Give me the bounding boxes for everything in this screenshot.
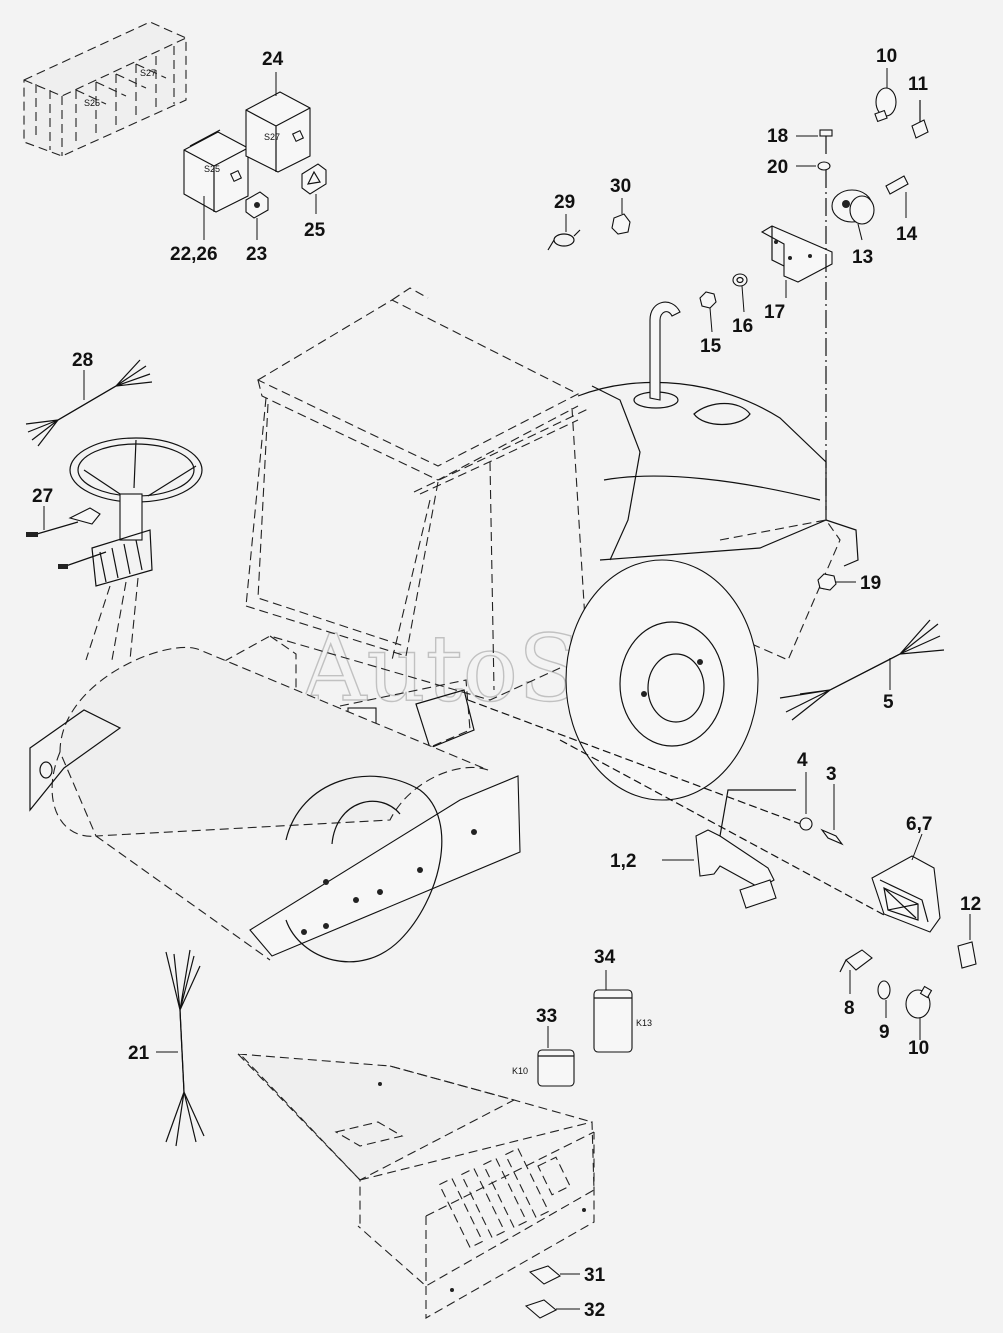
hose-clip-29 bbox=[547, 214, 581, 251]
callout-4: 4 bbox=[797, 750, 808, 771]
lamp-bracket-1-2 bbox=[662, 789, 796, 909]
callout-19: 19 bbox=[860, 573, 881, 594]
switch-code-s25: S25 bbox=[204, 164, 220, 174]
fuse-relay-box bbox=[237, 1053, 595, 1319]
screw-14 bbox=[885, 175, 909, 218]
callout-20: 20 bbox=[767, 157, 788, 178]
bracket-17 bbox=[760, 225, 833, 298]
fuse-32 bbox=[524, 1299, 580, 1319]
panel-code-s25: S25 bbox=[84, 98, 100, 108]
work-lamp-6-7 bbox=[871, 833, 941, 933]
callout-16: 16 bbox=[732, 316, 753, 337]
relay-code-k10: K10 bbox=[512, 1066, 528, 1076]
switch-cap-23 bbox=[245, 191, 269, 240]
switch-panel-drawing: S25 S27 bbox=[23, 21, 187, 157]
callout-34: 34 bbox=[594, 947, 616, 968]
bulb-9 bbox=[877, 980, 891, 1018]
callout-labels: 24 22,26 23 25 29 30 10 11 18 20 14 13 1… bbox=[32, 46, 981, 1321]
steering-column-27 bbox=[26, 437, 203, 661]
rocker-switch-s25: S25 bbox=[183, 129, 249, 240]
callout-23: 23 bbox=[246, 244, 267, 265]
fuse-31 bbox=[528, 1265, 580, 1285]
callout-12: 12 bbox=[960, 894, 981, 915]
relay-code-k13: K13 bbox=[636, 1018, 652, 1028]
work-lamp-13 bbox=[831, 189, 875, 241]
callout-10-bottom: 10 bbox=[908, 1038, 929, 1059]
callout-3: 3 bbox=[826, 764, 837, 785]
bolt-18 bbox=[796, 129, 833, 154]
bolt-3 bbox=[820, 784, 844, 846]
callout-10-top: 10 bbox=[876, 46, 897, 67]
callout-6-7: 6,7 bbox=[906, 814, 932, 835]
callout-8: 8 bbox=[844, 998, 855, 1019]
callout-18: 18 bbox=[767, 126, 788, 147]
nut-16 bbox=[732, 273, 748, 313]
callout-15: 15 bbox=[700, 336, 722, 357]
callout-11: 11 bbox=[908, 74, 929, 95]
nut-15 bbox=[699, 291, 717, 333]
callout-29: 29 bbox=[554, 192, 575, 213]
callout-9: 9 bbox=[879, 1022, 890, 1043]
rocker-switch-s27: S27 bbox=[245, 72, 311, 173]
harness-5 bbox=[779, 619, 945, 721]
bulb-11 bbox=[911, 100, 929, 139]
relay-k13: K13 bbox=[593, 970, 652, 1053]
callout-25: 25 bbox=[304, 220, 326, 241]
callout-13: 13 bbox=[852, 247, 873, 268]
switch-cap-25 bbox=[301, 163, 327, 214]
bulb-8 bbox=[839, 949, 873, 994]
harness-21 bbox=[156, 949, 205, 1147]
callout-17: 17 bbox=[764, 302, 785, 323]
panel-code-s27: S27 bbox=[140, 68, 156, 78]
callout-1-2: 1,2 bbox=[610, 851, 636, 872]
callout-27: 27 bbox=[32, 486, 53, 507]
callout-21: 21 bbox=[128, 1043, 150, 1064]
bulb-10-bottom bbox=[905, 985, 933, 1040]
machine-body bbox=[29, 287, 887, 963]
washer-20 bbox=[796, 161, 831, 171]
lamp-bulb-10-top bbox=[874, 68, 897, 123]
callout-22-26: 22,26 bbox=[170, 244, 218, 265]
callout-30: 30 bbox=[610, 176, 631, 197]
callout-24: 24 bbox=[262, 49, 284, 70]
nut-19 bbox=[817, 573, 856, 591]
callout-32: 32 bbox=[584, 1300, 605, 1321]
callout-5: 5 bbox=[883, 692, 894, 713]
connector-12 bbox=[957, 914, 977, 969]
relay-k10: K10 bbox=[512, 1026, 575, 1087]
callout-14: 14 bbox=[896, 224, 918, 245]
callout-33: 33 bbox=[536, 1006, 557, 1027]
callout-28: 28 bbox=[72, 350, 93, 371]
nut-4 bbox=[799, 772, 813, 831]
harness-28 bbox=[25, 359, 153, 447]
cable-clip-30 bbox=[611, 198, 631, 235]
callout-31: 31 bbox=[584, 1265, 606, 1286]
switch-code-s27: S27 bbox=[264, 132, 280, 142]
